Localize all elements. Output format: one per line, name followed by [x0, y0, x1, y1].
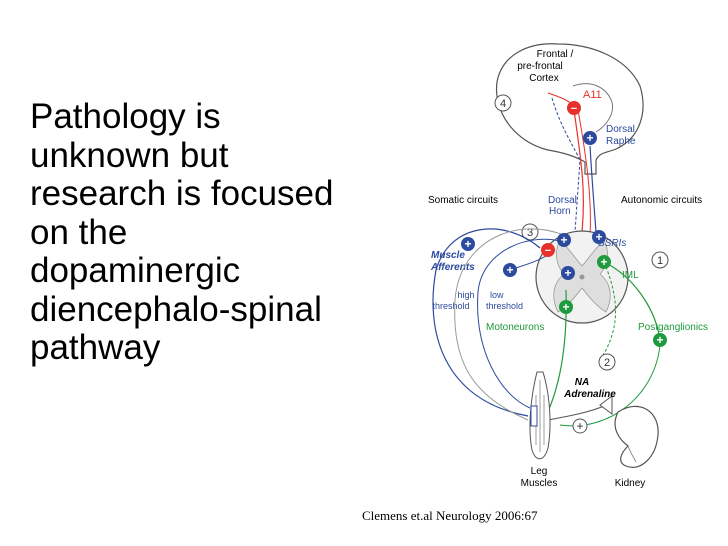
- muscle-afferents-label: Afferents: [430, 262, 475, 273]
- kidney-outline: [614, 406, 659, 468]
- dorsal-horn-label: Horn: [549, 206, 571, 217]
- adrenaline-label: Adrenaline: [563, 389, 616, 400]
- plus-sign-label: +: [576, 419, 583, 433]
- leg-muscles-label: Muscles: [521, 478, 558, 489]
- muscle-afferents-label: Muscle: [431, 250, 465, 261]
- text-line: Pathology is: [30, 97, 221, 136]
- minus-sign-label: −: [571, 103, 577, 115]
- minus-sign-icon: [567, 101, 581, 115]
- slide-body-text: Pathology is unknown but research is foc…: [30, 97, 430, 368]
- minus-sign-label: −: [545, 245, 551, 257]
- number-1-label: 1: [657, 255, 663, 267]
- number-circle-1: [651, 251, 669, 269]
- plus-sign-label: +: [560, 233, 567, 247]
- afferent-pathway: [477, 238, 564, 409]
- number-2-label: 2: [604, 357, 610, 369]
- high-threshold-label: threshold: [432, 301, 469, 311]
- text-line: diencephalo-spinal: [30, 289, 322, 329]
- text-line: pathway: [30, 328, 161, 367]
- na-label: NA: [575, 377, 589, 388]
- plus-sign-icon: [561, 266, 575, 280]
- afferent-pathway: [432, 228, 541, 417]
- number-3-label: 3: [527, 227, 533, 239]
- low-threshold-label: low: [490, 290, 504, 300]
- frontal-label: Frontal /: [537, 49, 574, 60]
- plus-sign-icon: [461, 237, 475, 251]
- brain-outline: [495, 43, 644, 175]
- postganglionics-label: Postganglionics: [638, 322, 708, 333]
- iml-label: IML: [622, 270, 639, 281]
- somatic-circuits-label: Somatic circuits: [428, 195, 498, 206]
- muscle-spindle: [530, 405, 538, 427]
- text-line: dopaminergic: [30, 251, 241, 290]
- ssris-label: SSRIs: [598, 238, 626, 249]
- arrow-head-icon: [599, 395, 613, 415]
- text-line: unknown but: [30, 135, 229, 175]
- plus-sign-icon: [557, 233, 571, 247]
- text-line: on the: [30, 212, 128, 252]
- plus-sign-label: +: [562, 300, 569, 314]
- a11-label: A11: [583, 89, 602, 101]
- plus-sign-label: +: [564, 266, 571, 280]
- plus-sign-label: +: [506, 263, 513, 277]
- plus-sign-label: +: [595, 230, 602, 244]
- plus-sign-label: +: [586, 131, 593, 145]
- low-threshold-label: threshold: [486, 301, 523, 311]
- plus-sign-label: +: [464, 237, 471, 251]
- dorsal-raphe-label: Raphe: [606, 136, 636, 147]
- central-canal: [579, 274, 585, 280]
- red-descending-path: [573, 109, 585, 233]
- text-line: research is focused: [30, 174, 334, 213]
- brain-inner-line: [572, 83, 614, 133]
- dorsal-raphe-label: Dorsal: [606, 124, 635, 135]
- number-4-label: 4: [500, 98, 506, 110]
- plus-sign-label: +: [600, 255, 607, 269]
- red-descending-path: [577, 109, 591, 237]
- dorsal-horn-label: Dorsal: [548, 195, 577, 206]
- motor-pathway: [599, 261, 617, 361]
- frontal-label: Cortex: [529, 73, 558, 84]
- leg-muscles-label: Leg: [531, 466, 548, 477]
- blue-raphe-path: [589, 145, 597, 233]
- kidney-label: Kidney: [615, 478, 646, 489]
- minus-sign-icon: [541, 243, 555, 257]
- motoneurons-label: Motoneurons: [486, 322, 544, 333]
- citation: Clemens et.al Neurology 2006:67: [362, 508, 538, 523]
- kidney-ureter: [627, 445, 637, 463]
- plus-sign-icon: [653, 333, 667, 347]
- high-threshold-label: high: [457, 290, 474, 300]
- plus-sign-label: +: [656, 333, 663, 347]
- number-circle-4: [494, 94, 512, 112]
- plus-sign-icon: [583, 131, 597, 145]
- plus-sign-icon: [503, 263, 517, 277]
- plus-sign-icon: [559, 300, 573, 314]
- autonomic-circuits-label: Autonomic circuits: [621, 195, 702, 206]
- number-circle-2: [598, 353, 616, 371]
- gray-afferent-pathway: [454, 228, 567, 421]
- frontal-label: pre-frontal: [517, 61, 563, 72]
- adrenaline-arrow: [547, 405, 605, 421]
- plus-circle-icon: [572, 418, 588, 434]
- plus-sign-icon: [592, 230, 606, 244]
- plus-sign-icon: [597, 255, 611, 269]
